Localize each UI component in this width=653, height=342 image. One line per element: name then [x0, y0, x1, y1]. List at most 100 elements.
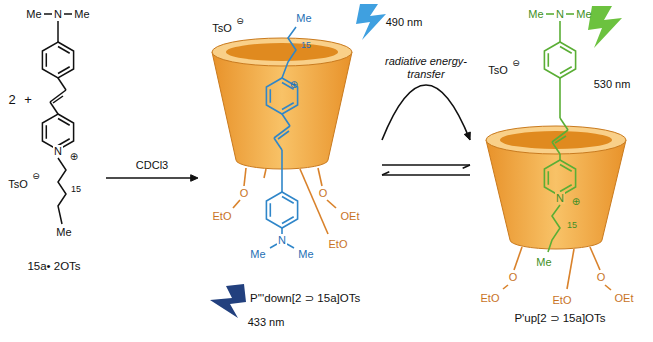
structure-label: 433 nm — [247, 316, 286, 328]
reaction-arrow — [106, 175, 198, 182]
structure-label: TsO — [7, 178, 29, 190]
guest-molecule — [42, 14, 73, 224]
curved-arrow — [382, 85, 470, 140]
structure-label: + — [23, 93, 33, 107]
arrow-head — [191, 175, 198, 182]
guest-molecule — [274, 138, 282, 150]
guest-molecule — [566, 13, 574, 15]
ethoxy-legs — [567, 249, 574, 289]
structure-label: ⊖ — [235, 17, 245, 27]
structure-label: OEt — [614, 292, 635, 304]
structure-label: 530 nm — [593, 78, 632, 90]
cavitand-cone — [226, 43, 338, 61]
process-note: radiative energy-transfer — [383, 55, 469, 81]
guest-molecule — [544, 14, 575, 252]
ethoxy-legs — [605, 285, 611, 290]
ethoxy-legs — [318, 168, 322, 186]
guest-molecule — [282, 114, 290, 126]
arrow-head — [382, 172, 389, 175]
structure-label: ⊕ — [289, 79, 299, 90]
structure-label: 2 — [7, 93, 16, 107]
reaction-arrow — [382, 85, 470, 140]
guest-molecule — [544, 42, 575, 78]
compound-label: P'''down[2 ⊃ 15a]OTs — [250, 292, 360, 306]
structure-label: Me — [25, 8, 42, 20]
structure-label: EtO — [480, 292, 501, 304]
guest-molecule — [555, 136, 566, 143]
structure-label: O — [239, 187, 250, 199]
species-group: P'''down[2 ⊃ 15a]OTs — [198, 8, 382, 320]
arrow-head — [463, 165, 470, 168]
structure-label: N — [555, 192, 565, 204]
cavitand-cone — [500, 131, 612, 149]
guest-molecule — [42, 42, 73, 78]
guest-molecule — [270, 244, 277, 248]
structure-label: N — [53, 145, 63, 157]
ethoxy-legs — [327, 200, 336, 208]
ethoxy-legs — [590, 247, 600, 270]
structure-label: EtO — [328, 238, 349, 250]
ethoxy-legs — [503, 285, 508, 289]
guest-molecule — [266, 192, 297, 228]
structure-label: 15 — [566, 221, 578, 231]
guest-molecule — [44, 13, 52, 15]
ethoxy-legs — [233, 168, 336, 234]
emission-bolt — [356, 4, 386, 40]
ethoxy-legs — [503, 247, 611, 290]
structure-label: EtO — [212, 210, 233, 222]
structure-label: TsO — [487, 64, 509, 76]
compound-label: P'up[2 ⊃ 15a]OTs — [514, 312, 605, 326]
guest-molecule — [58, 78, 66, 90]
structure-label: Me — [55, 226, 72, 238]
guest-molecule — [552, 142, 560, 154]
reagent-label: CDCl3 — [135, 159, 169, 172]
guest-molecule — [274, 126, 290, 138]
structure-label: ⊕ — [571, 196, 581, 207]
structure-label: 15 — [70, 185, 82, 195]
reaction-line — [106, 177, 196, 179]
cavitand-cone — [486, 126, 626, 249]
structure-label: TsO — [211, 22, 233, 34]
guest-molecule — [266, 27, 297, 248]
species-group: P'up[2 ⊃ 15a]OTs — [470, 4, 650, 338]
equilibrium-line — [382, 164, 470, 165]
structure-label: Me — [575, 8, 592, 20]
emission-bolt — [210, 284, 246, 318]
structure-label: O — [318, 187, 329, 199]
structure-label: OEt — [340, 210, 361, 222]
structure-label: N — [555, 8, 565, 20]
ethoxy-legs — [514, 247, 522, 270]
guest-molecule — [552, 130, 568, 142]
structure-label: N — [277, 234, 287, 246]
guest-molecule — [64, 13, 72, 15]
guest-molecule — [548, 205, 560, 252]
structure-label: N — [53, 8, 63, 20]
structure-label: ⊕ — [69, 151, 79, 162]
structure-label: O — [508, 271, 519, 283]
structure-label: EtO — [552, 294, 573, 306]
guest-molecule — [278, 131, 289, 139]
structure-label: ⊖ — [31, 172, 41, 182]
reaction-arrow — [382, 165, 470, 175]
cavitand-cone — [486, 126, 626, 154]
structure-label: Me — [295, 12, 312, 24]
structure-label: Me — [535, 256, 552, 268]
structure-label: Me — [73, 8, 90, 20]
structure-label: 490 nm — [385, 16, 424, 28]
equilibrium-line — [382, 174, 470, 175]
cavitand-cone — [212, 38, 352, 66]
guest-molecule — [57, 21, 59, 42]
guest-molecule — [50, 102, 58, 114]
guest-molecule — [282, 27, 296, 78]
guest-molecule — [559, 21, 561, 42]
guest-molecule — [544, 160, 575, 196]
emission-bolt — [588, 6, 622, 48]
guest-molecule — [50, 90, 66, 102]
arrow-head — [464, 132, 470, 140]
structure-label: Me — [249, 248, 266, 260]
structure-label: Me — [527, 8, 544, 20]
ethoxy-legs — [233, 200, 240, 208]
